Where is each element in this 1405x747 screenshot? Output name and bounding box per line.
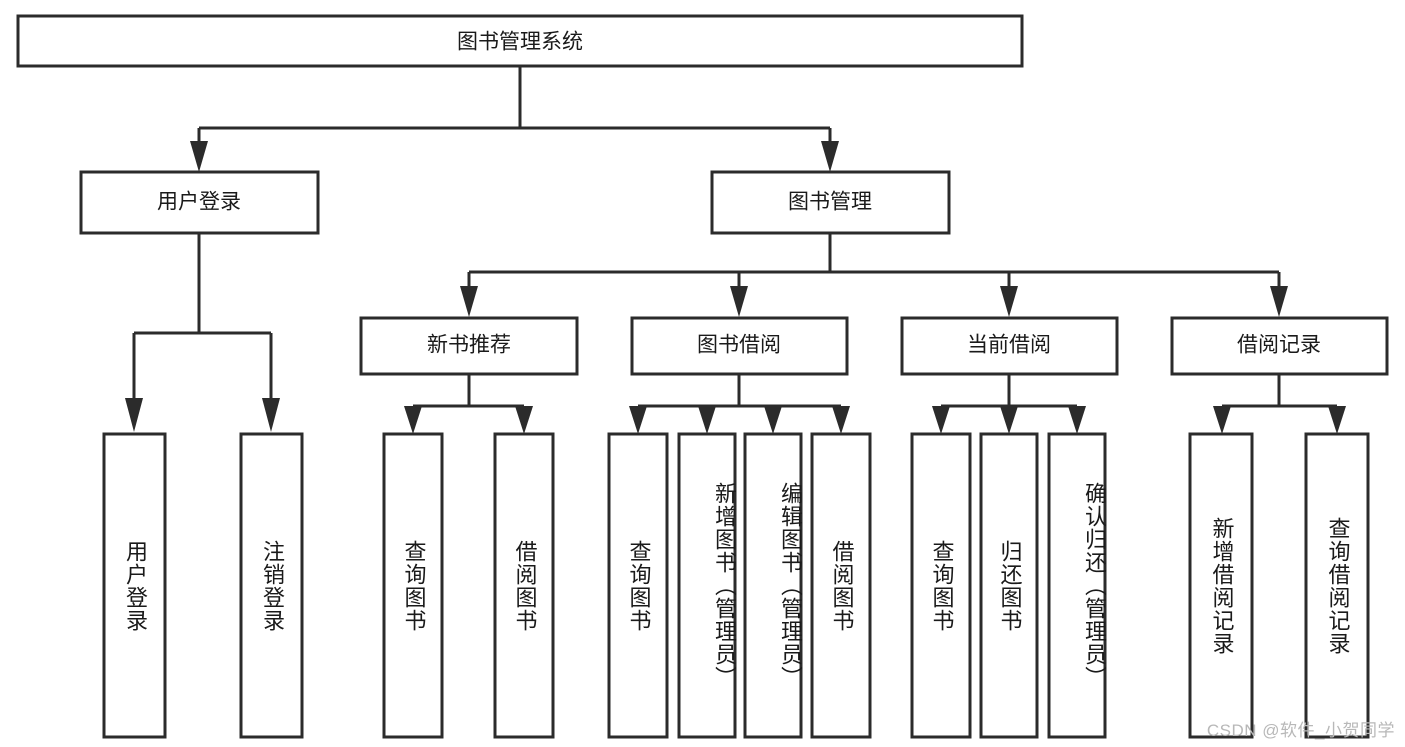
- connector-borrow-record-to-leaves: [1213, 374, 1346, 434]
- connector-book-borrow-to-leaves: [629, 374, 850, 434]
- node-box-root[interactable]: [16, 14, 1024, 68]
- node-box-leaf-add-book[interactable]: [677, 432, 737, 739]
- node-label-user-login: 用户登录: [157, 191, 241, 214]
- arrow-head-icon: [1000, 406, 1018, 434]
- node-box-leaf-query-book-2[interactable]: [607, 432, 669, 739]
- arrow-head-icon: [730, 286, 748, 317]
- connector-new-book-recommend-to-leaves: [404, 374, 533, 434]
- connector-book-management-to-level3: [460, 233, 1288, 317]
- arrow-head-icon: [404, 406, 422, 434]
- arrow-head-icon: [832, 406, 850, 434]
- connector-current-borrow-to-leaves: [932, 374, 1086, 434]
- node-book-borrow[interactable]: 图书借阅: [630, 316, 849, 376]
- arrow-head-icon: [821, 141, 839, 172]
- node-box-leaf-borrow-book-1[interactable]: [493, 432, 555, 739]
- node-label-book-borrow: 图书借阅: [697, 334, 781, 357]
- node-box-borrow-record[interactable]: [1170, 316, 1389, 376]
- arrow-head-icon: [1000, 286, 1018, 317]
- arrow-head-icon: [460, 286, 478, 317]
- node-label-current-borrow: 当前借阅: [967, 334, 1051, 357]
- node-label-root: 图书管理系统: [457, 31, 583, 54]
- node-box-new-book-recommend[interactable]: [359, 316, 579, 376]
- node-label-book-management: 图书管理: [788, 191, 872, 214]
- node-box-leaf-confirm-return[interactable]: [1047, 432, 1107, 739]
- node-book-management[interactable]: 图书管理: [710, 170, 951, 235]
- node-label-new-book-recommend: 新书推荐: [427, 334, 511, 357]
- node-box-leaf-query-book-1[interactable]: [382, 432, 444, 739]
- arrow-head-icon: [1270, 286, 1288, 317]
- arrow-head-icon: [515, 406, 533, 434]
- arrow-head-icon: [1328, 406, 1346, 434]
- connector-user-login-to-leaves: [125, 233, 280, 432]
- arrow-head-icon: [1213, 406, 1231, 434]
- node-box-leaf-user-logout[interactable]: [239, 432, 304, 739]
- connector-root-to-level2: [190, 66, 839, 172]
- watermark-text: CSDN @软件_小贺同学: [1206, 721, 1395, 740]
- arrow-head-icon: [1068, 406, 1086, 434]
- node-box-leaf-add-record[interactable]: [1188, 432, 1254, 739]
- node-user-login[interactable]: 用户登录: [79, 170, 320, 235]
- node-box-book-borrow[interactable]: [630, 316, 849, 376]
- arrow-head-icon: [262, 398, 280, 432]
- node-box-book-management[interactable]: [710, 170, 951, 235]
- node-box-leaf-edit-book[interactable]: [743, 432, 803, 739]
- node-box-leaf-borrow-book-2[interactable]: [810, 432, 872, 739]
- node-box-leaf-query-book-3[interactable]: [910, 432, 972, 739]
- node-label-borrow-record: 借阅记录: [1237, 334, 1321, 357]
- node-box-leaf-query-record[interactable]: [1304, 432, 1370, 739]
- arrow-head-icon: [698, 406, 716, 434]
- arrow-head-icon: [125, 398, 143, 432]
- node-box-user-login[interactable]: [79, 170, 320, 235]
- arrow-head-icon: [629, 406, 647, 434]
- node-box-leaf-user-login[interactable]: [102, 432, 167, 739]
- arrow-head-icon: [932, 406, 950, 434]
- node-current-borrow[interactable]: 当前借阅: [900, 316, 1119, 376]
- arrow-head-icon: [764, 406, 782, 434]
- node-box-current-borrow[interactable]: [900, 316, 1119, 376]
- node-box-leaf-return-book[interactable]: [979, 432, 1039, 739]
- arrow-head-icon: [190, 141, 208, 172]
- node-borrow-record[interactable]: 借阅记录: [1170, 316, 1389, 376]
- node-new-book-recommend[interactable]: 新书推荐: [359, 316, 579, 376]
- node-root[interactable]: 图书管理系统: [16, 14, 1024, 68]
